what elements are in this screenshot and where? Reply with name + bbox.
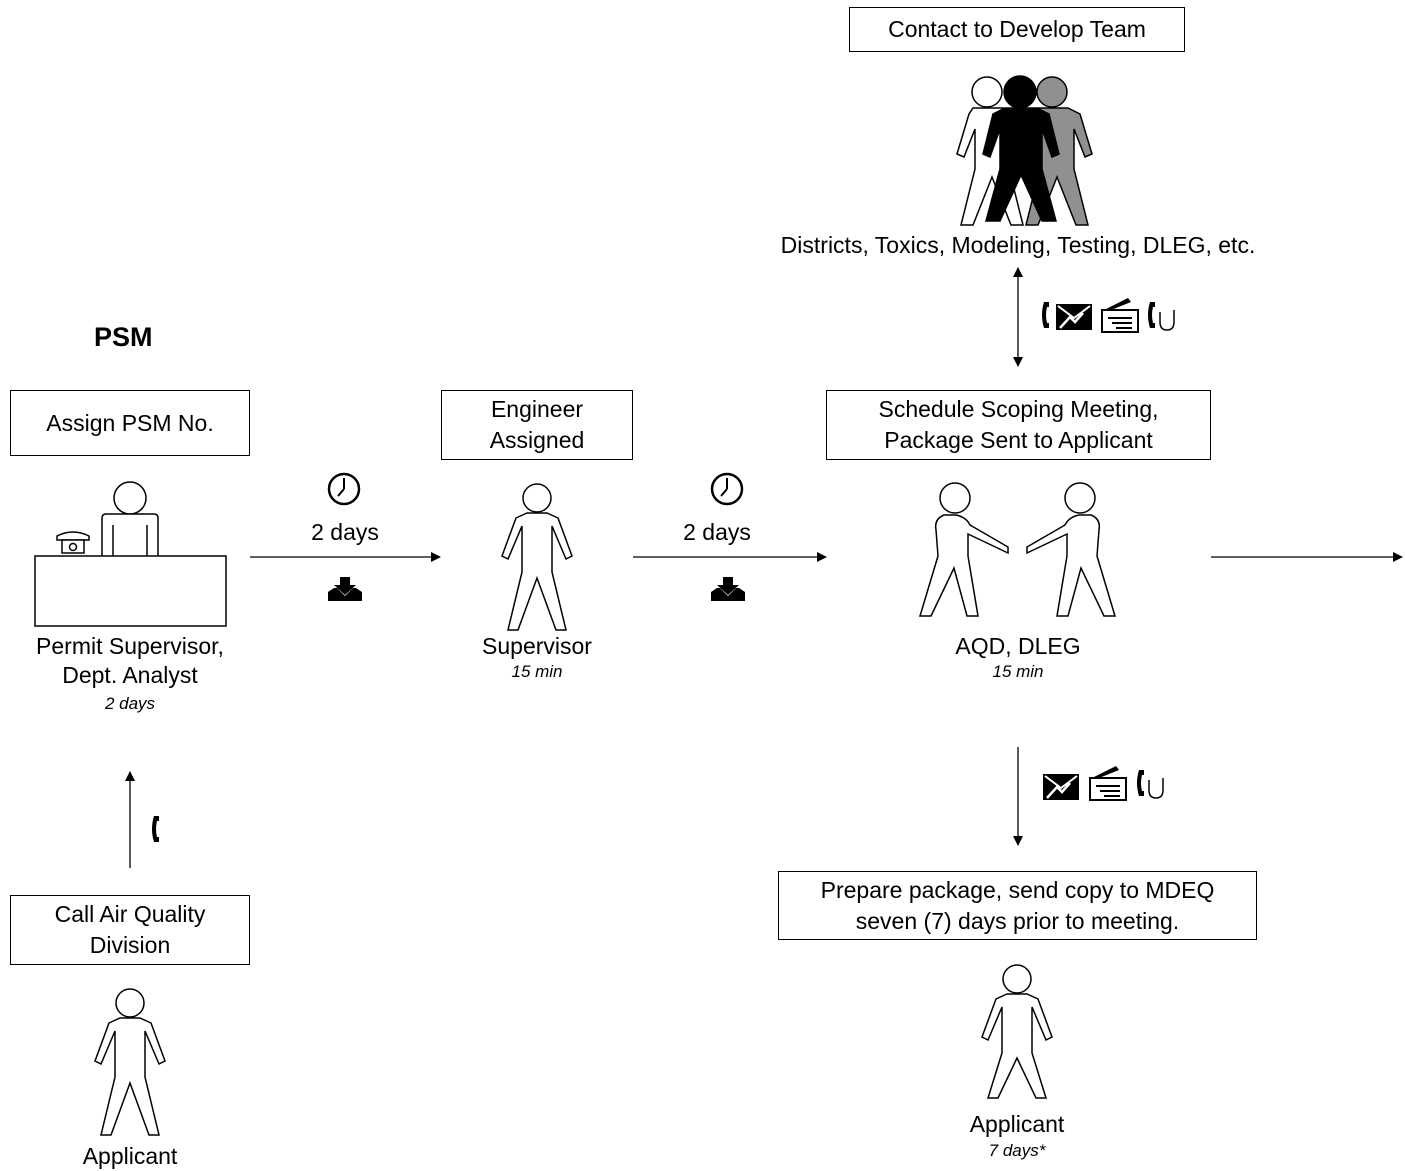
applicant-label: Applicant — [82, 1143, 178, 1169]
aqd-dleg-label: AQD, DLEG — [955, 633, 1081, 659]
mail-icon — [1056, 304, 1092, 330]
mail-icon — [1043, 774, 1079, 800]
fax-icon — [1137, 770, 1164, 799]
supervisor-time: 15 min — [511, 662, 563, 681]
supervisor-label: Supervisor — [482, 633, 592, 659]
schedule-meeting-box: Schedule Scoping Meeting, Package Sent t… — [826, 390, 1211, 460]
permit-supervisor-label: Permit Supervisor, Dept. Analyst — [36, 633, 224, 688]
clock-icon — [327, 472, 361, 506]
letter-icon — [1101, 298, 1139, 333]
applicant-prepare-label: Applicant — [969, 1111, 1065, 1137]
transition-duration-1: 2 days — [311, 519, 379, 545]
supervisor-person-icon — [501, 483, 573, 631]
applicant-person-icon — [94, 988, 166, 1136]
inbox-icon — [328, 577, 362, 601]
applicant-prepare-person-icon — [981, 964, 1053, 1099]
clock-icon — [710, 472, 744, 506]
call-aqd-box: Call Air Quality Division — [10, 895, 250, 965]
prepare-package-box: Prepare package, send copy to MDEQ seven… — [778, 871, 1257, 940]
inbox-icon — [711, 577, 745, 601]
fax-icon — [1148, 302, 1175, 331]
handshake-people-icon — [918, 482, 1117, 617]
assign-psm-box: Assign PSM No. — [10, 390, 250, 456]
transition-duration-2: 2 days — [683, 519, 751, 545]
phone-icon — [152, 816, 159, 842]
engineer-assigned-box: Engineer Assigned — [441, 390, 633, 460]
page-title: PSM — [94, 322, 153, 352]
letter-icon — [1089, 766, 1127, 801]
aqd-dleg-time: 15 min — [992, 662, 1044, 681]
applicant-prepare-time: 7 days* — [988, 1141, 1046, 1160]
contact-team-box: Contact to Develop Team — [849, 7, 1185, 52]
desk-person-icon — [34, 481, 227, 627]
team-people-icon — [956, 75, 1093, 226]
team-members-label: Districts, Toxics, Modeling, Testing, DL… — [780, 232, 1256, 258]
desk-phone-icon — [56, 531, 90, 554]
phone-icon — [1042, 302, 1049, 328]
permit-supervisor-time: 2 days — [104, 694, 156, 713]
